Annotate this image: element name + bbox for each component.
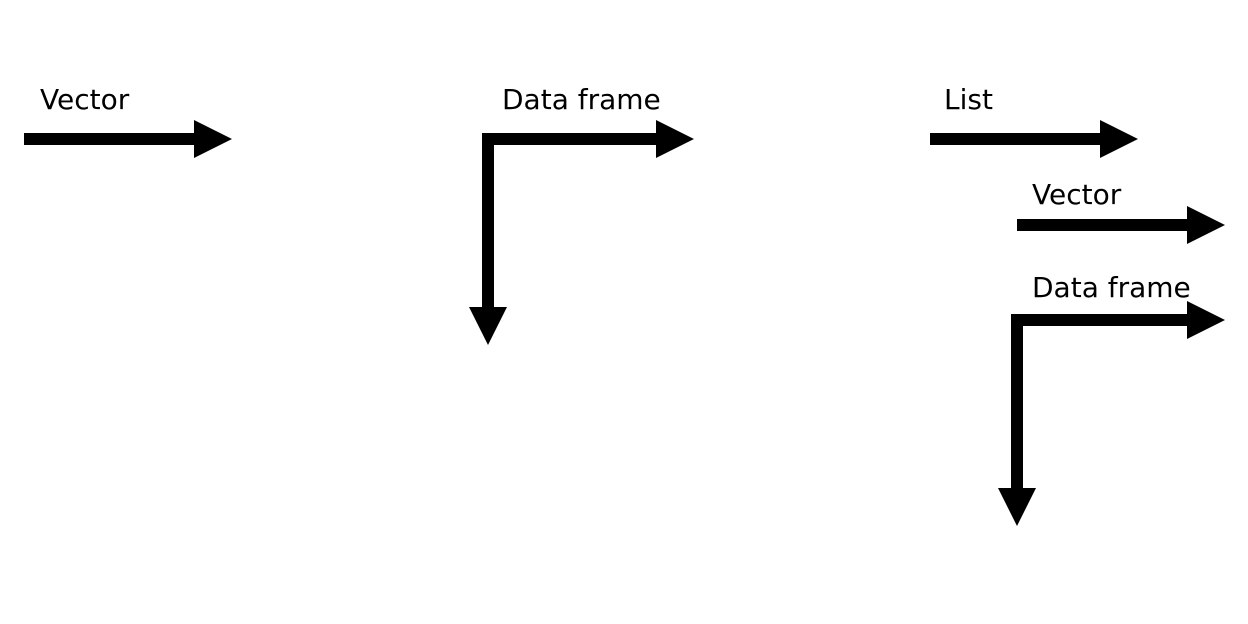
list-vector-label: Vector	[1032, 178, 1122, 211]
list-diagram	[930, 120, 1225, 526]
list-label: List	[944, 83, 993, 116]
data-frame-diagram	[469, 120, 694, 345]
data-frame-label: Data frame	[502, 83, 661, 116]
vector-label: Vector	[40, 83, 130, 116]
list-data-frame-label: Data frame	[1032, 271, 1191, 304]
